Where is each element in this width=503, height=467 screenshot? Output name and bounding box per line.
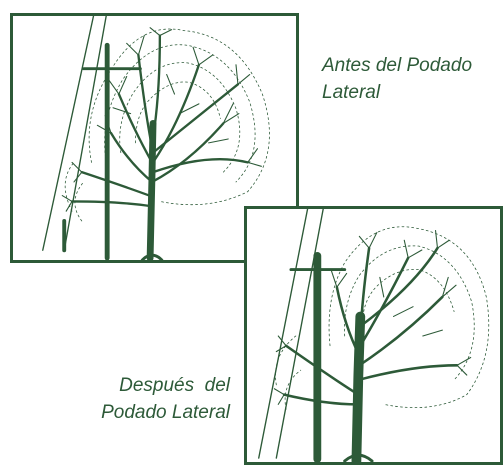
utility-wire <box>42 16 95 251</box>
after-caption-line1: Después del <box>119 375 230 396</box>
tree-trunk <box>351 311 366 462</box>
before-pruning-caption: Antes del Podado Lateral <box>322 52 472 106</box>
tree-base <box>343 453 374 462</box>
after-pruning-caption: Después del Podado Lateral <box>60 372 230 426</box>
after-tree-and-utility-pole-drawing <box>258 209 490 462</box>
tree-foliage <box>64 28 270 222</box>
tree-twigs <box>61 27 262 212</box>
after-caption-line2: Podado Lateral <box>101 402 230 423</box>
tree-limbs <box>282 246 459 406</box>
before-caption-line1: Antes del Podado <box>322 55 473 76</box>
tree-limbs <box>70 34 249 208</box>
tree-base <box>140 253 164 260</box>
utility-wire <box>275 209 324 459</box>
before-tree-and-utility-pole-drawing <box>42 16 270 260</box>
before-pruning-illustration <box>10 13 299 263</box>
before-caption-line2: Lateral <box>322 82 381 103</box>
utility-wire <box>258 209 309 459</box>
tree-foliage <box>275 226 490 410</box>
after-pruning-illustration <box>244 206 503 465</box>
utility-wire <box>63 16 107 251</box>
